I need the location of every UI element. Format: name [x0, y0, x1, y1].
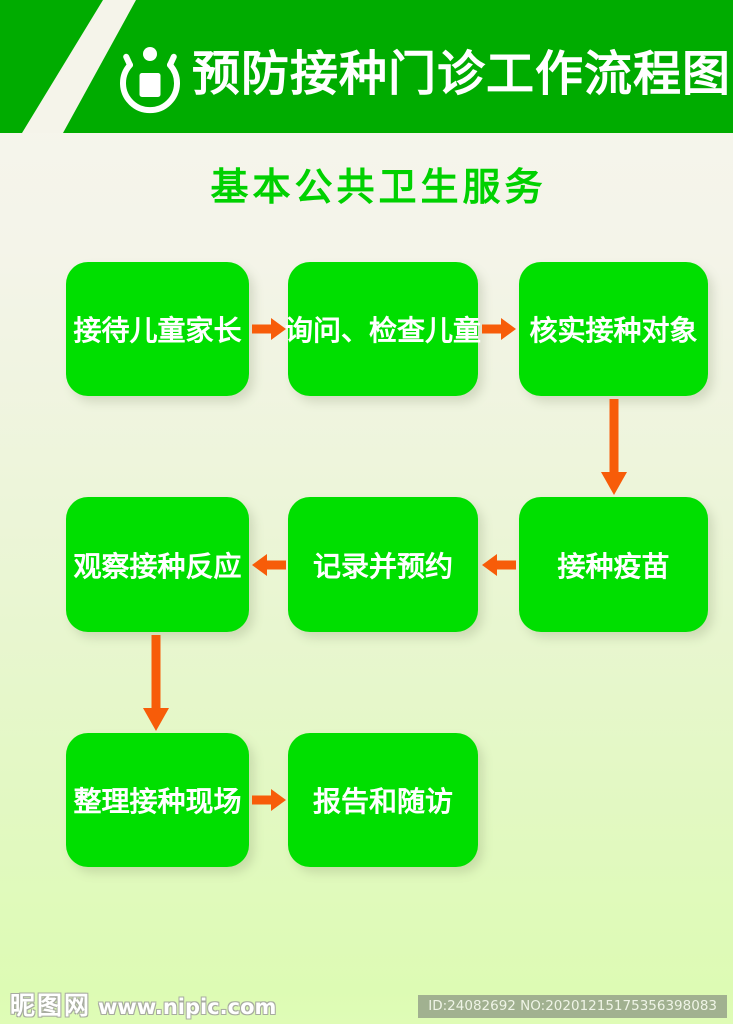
- arrow-down-icon: [143, 635, 169, 731]
- flow-step-label: 记录并预约: [312, 549, 453, 583]
- flow-step-report-follow-up: 报告和随访: [288, 733, 478, 867]
- flow-step-ask-examine-children: 询问、检查儿童: [285, 262, 482, 396]
- flow-step-label: 询问、检查儿童: [285, 314, 482, 347]
- flow-step-label: 报告和随访: [312, 785, 453, 818]
- watermark-site-name: 昵图网: [10, 991, 92, 1020]
- watermark-site-url: www.nipic.com: [98, 995, 277, 1019]
- arrow-down-icon: [601, 399, 627, 495]
- flow-step-label: 观察接种反应: [73, 549, 242, 583]
- flow-step-verify-vaccination-target: 核实接种对象: [519, 262, 708, 396]
- flow-step-observe-reaction: 观察接种反应: [66, 497, 249, 632]
- arrow-right-icon: [252, 318, 286, 340]
- flow-step-receive-parents: 接待儿童家长: [66, 262, 249, 396]
- flow-step-label: 接种疫苗: [557, 549, 670, 583]
- arrow-right-icon: [482, 318, 516, 340]
- arrow-right-icon: [252, 789, 286, 811]
- watermark-id-badge: ID:24082692 NO:20201215175356398083: [418, 995, 727, 1018]
- flow-step-label: 接待儿童家长: [73, 314, 242, 347]
- header-banner: 预防接种门诊工作流程图: [0, 0, 733, 133]
- flow-step-tidy-site: 整理接种现场: [66, 733, 249, 867]
- watermark: 昵图网 www.nipic.com: [10, 986, 276, 1022]
- arrow-left-icon: [482, 554, 516, 576]
- page-title: 预防接种门诊工作流程图: [192, 46, 732, 102]
- subtitle: 基本公共卫生服务: [210, 165, 547, 209]
- flow-step-label: 整理接种现场: [73, 785, 242, 818]
- flow-step-vaccinate: 接种疫苗: [519, 497, 708, 632]
- arrow-left-icon: [252, 554, 286, 576]
- flow-step-label: 核实接种对象: [529, 314, 698, 347]
- flow-step-record-and-book: 记录并预约: [288, 497, 478, 632]
- clinic-logo-icon: [120, 47, 180, 114]
